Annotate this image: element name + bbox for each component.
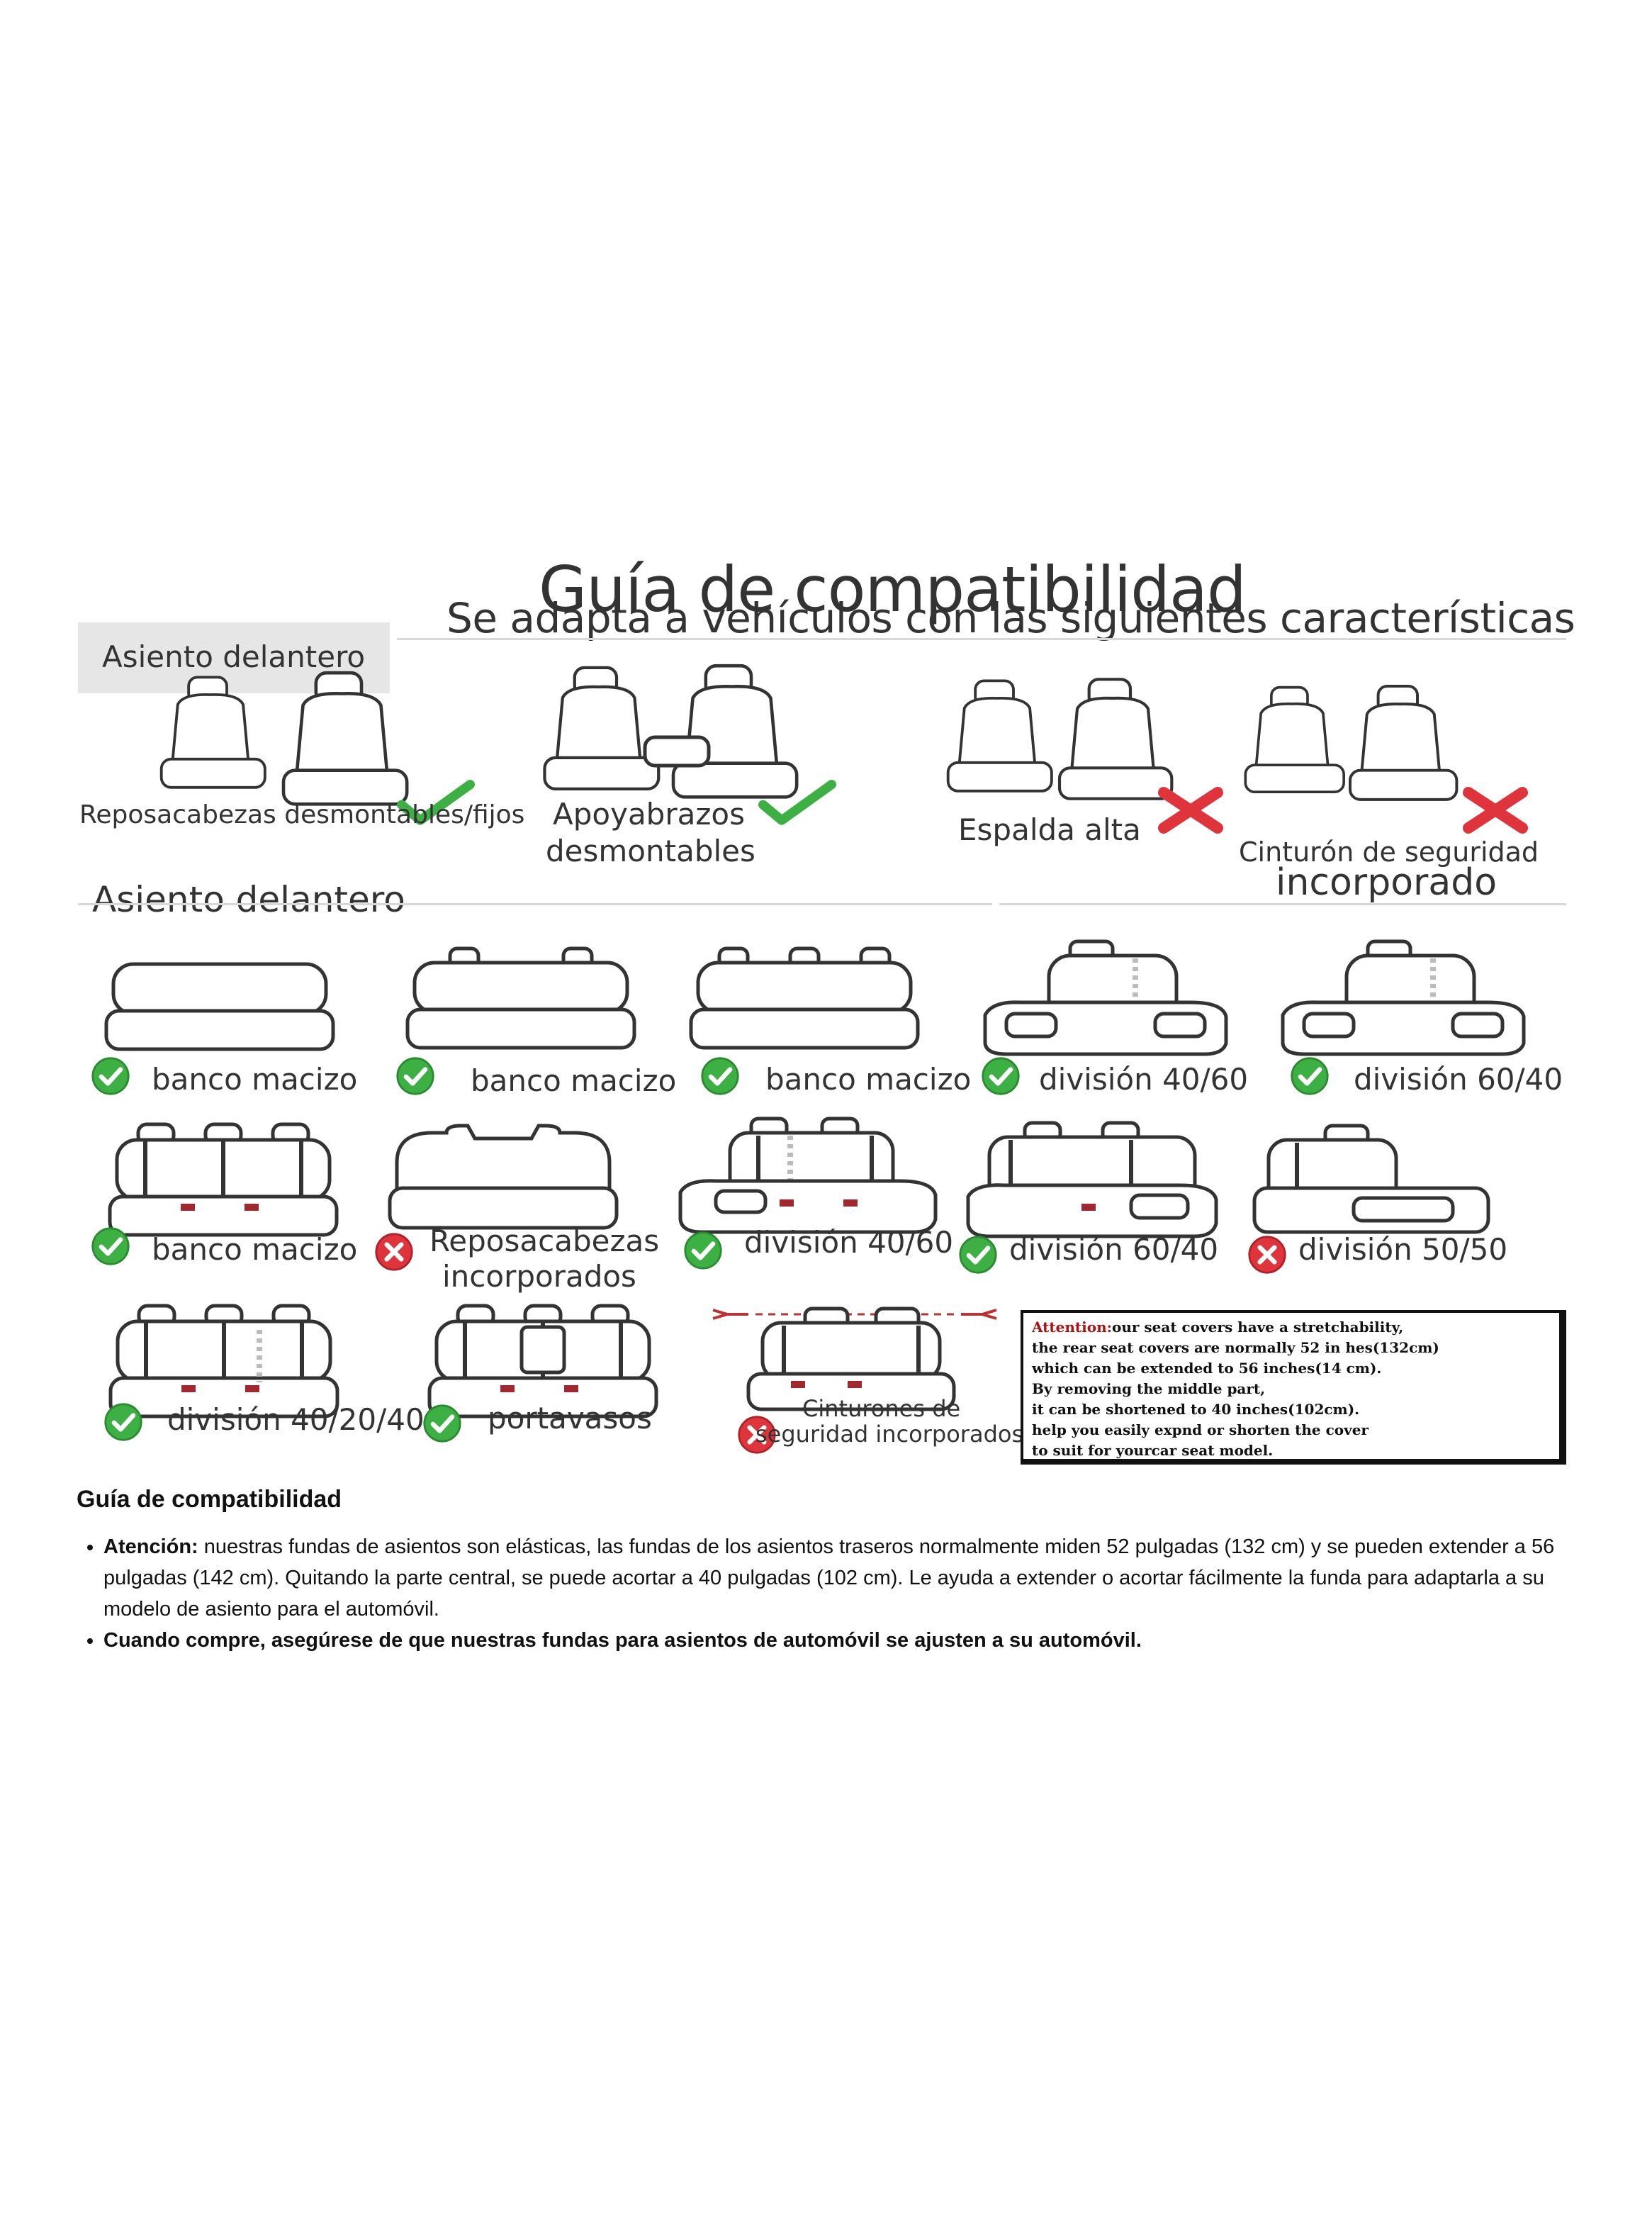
attention-line-6: help you easily expnd or shorten the cov… <box>1032 1421 1369 1438</box>
check-icon <box>683 1231 723 1270</box>
front-label-highback: Espalda alta <box>958 812 1141 847</box>
rear-r2-label-3: división 40/60 <box>744 1225 954 1260</box>
front-seat-armrests-illustration <box>539 659 850 818</box>
rear-r2-seat-2 <box>383 1120 624 1243</box>
header-divider <box>397 638 1566 640</box>
rear-section-heading: Asiento delantero <box>92 879 405 920</box>
check-icon <box>981 1056 1021 1096</box>
attention-line-1: our seat covers have a stretchability, <box>1112 1319 1404 1336</box>
seat-illustration <box>971 937 1240 1065</box>
seat-illustration <box>712 1306 997 1411</box>
page-title: Guía de compatibilidad <box>539 553 1247 626</box>
rear-r1-seat-5 <box>1269 937 1538 1068</box>
attention-line-2: the rear seat covers are normally 52 in … <box>1032 1339 1439 1356</box>
rear-r3-seat-3 <box>706 1297 1004 1421</box>
description-list: Atención: nuestras fundas de asientos so… <box>77 1531 1592 1656</box>
rear-r1-label-4: división 40/60 <box>1039 1062 1249 1097</box>
seat-illustration <box>966 1121 1218 1238</box>
front-check-2-icon <box>758 780 836 827</box>
front-label-headrests: Reposacabezas desmontables/fijos <box>79 800 525 829</box>
check-icon <box>700 1056 740 1096</box>
front-label-belt-1: Cinturón de seguridad <box>1239 836 1539 868</box>
front-cross-1-icon <box>1155 785 1226 835</box>
rear-r2-seat-3 <box>673 1113 943 1243</box>
rear-r3-label-2: portavasos <box>488 1401 652 1436</box>
page-subtitle: Se adapta a vehículos con las siguientes… <box>446 594 1575 642</box>
rear-r2-label-2a: Reposacabezas <box>429 1224 660 1258</box>
seat-illustration <box>678 1116 938 1234</box>
attention-line-7: to suit for yourcar seat model. <box>1032 1442 1274 1459</box>
rear-r2-label-4: división 60/40 <box>1009 1232 1219 1267</box>
front-cross-2-icon <box>1460 785 1531 835</box>
rear-r1-label-1: banco macizo <box>152 1062 358 1097</box>
seat-illustration <box>1252 1124 1490 1234</box>
check-icon <box>103 1402 143 1442</box>
seat-illustration <box>422 1302 663 1429</box>
rear-divider-right <box>999 903 1566 905</box>
rear-r1-seat-4 <box>971 937 1240 1068</box>
rear-r3-label-3b: seguridad incorporados <box>755 1421 1024 1448</box>
bullet-1-bold: Atención: <box>103 1535 198 1558</box>
rear-r1-seat-3 <box>680 943 928 1066</box>
rear-divider-left <box>78 903 992 905</box>
check-icon <box>395 1056 435 1096</box>
bullet-2-bold: Cuando compre, asegúrese de que nuestras… <box>103 1629 1142 1652</box>
seat-illustration <box>103 1302 344 1429</box>
cross-icon <box>374 1232 414 1272</box>
rear-r3-label-3a: Cinturones de <box>802 1395 961 1422</box>
check-icon <box>91 1056 130 1096</box>
rear-r3-seat-1 <box>103 1302 344 1432</box>
rear-r1-label-3: banco macizo <box>765 1062 972 1097</box>
attention-prefix: Attention: <box>1032 1319 1113 1336</box>
rear-r2-label-5: división 50/50 <box>1298 1232 1508 1267</box>
seat-illustration <box>539 659 850 815</box>
rear-r1-label-5: división 60/40 <box>1354 1062 1563 1097</box>
check-icon <box>422 1404 462 1443</box>
description-bullet-2: Cuando compre, asegúrese de que nuestras… <box>103 1625 1592 1656</box>
seat-illustration <box>1269 937 1538 1065</box>
rear-r3-label-1: división 40/20/40 <box>167 1402 425 1437</box>
cross-icon <box>1247 1235 1287 1275</box>
description-heading: Guía de compatibilidad <box>77 1486 342 1513</box>
rear-r2-label-2b: incorporados <box>442 1259 636 1294</box>
rear-r2-seat-1 <box>99 1120 347 1250</box>
rear-r3-seat-2 <box>422 1302 663 1432</box>
description-bullet-1: Atención: nuestras fundas de asientos so… <box>103 1531 1592 1625</box>
rear-r2-seat-4 <box>961 1117 1223 1248</box>
attention-line-4: By removing the middle part, <box>1032 1380 1266 1397</box>
front-label-armrests-1: Apoyabrazos <box>553 797 745 832</box>
seat-illustration <box>680 943 928 1063</box>
seat-illustration <box>397 943 645 1063</box>
check-icon <box>958 1235 998 1275</box>
check-icon <box>91 1226 130 1266</box>
bullet-1-text: nuestras fundas de asientos son elástica… <box>103 1535 1555 1621</box>
attention-line-5: it can be shortened to 40 inches(102cm). <box>1032 1401 1360 1418</box>
front-label-armrests-2: desmontables <box>546 834 755 868</box>
attention-line-3: which can be extended to 56 inches(14 cm… <box>1032 1360 1382 1377</box>
rear-r1-seat-2 <box>397 943 645 1066</box>
rear-r2-label-1: banco macizo <box>152 1232 358 1267</box>
attention-note: Attention:our seat covers have a stretch… <box>1021 1310 1566 1465</box>
seat-illustration <box>99 1120 347 1248</box>
front-label-belt-2: incorporado <box>1276 861 1498 904</box>
rear-r1-seat-1 <box>92 950 347 1066</box>
seat-illustration <box>92 950 347 1063</box>
rear-r1-label-2: banco macizo <box>471 1063 677 1098</box>
rear-r2-seat-5 <box>1247 1120 1495 1250</box>
seat-illustration <box>388 1124 619 1230</box>
front-section-heading: Asiento delantero <box>102 639 366 674</box>
check-icon <box>1290 1056 1330 1096</box>
